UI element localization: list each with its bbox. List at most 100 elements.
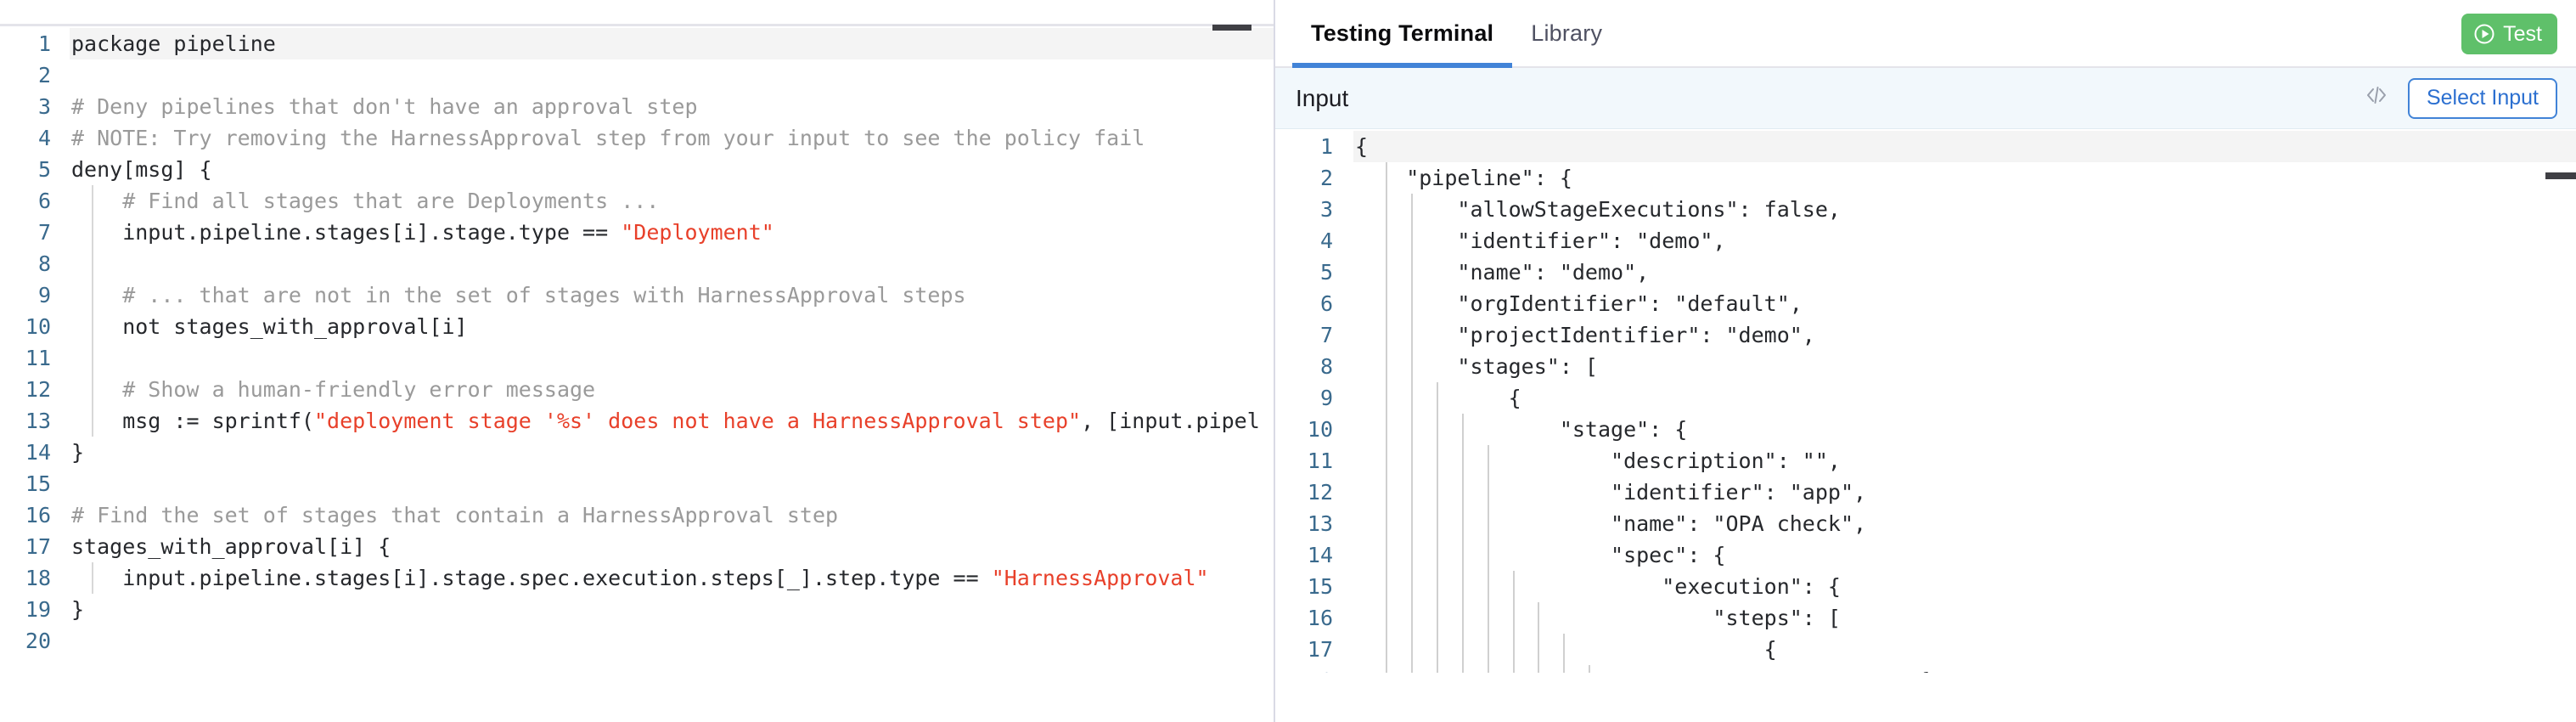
code-line-number: 19 bbox=[25, 597, 51, 622]
code-line[interactable]: 20 bbox=[0, 625, 1274, 657]
code-line[interactable]: 11 bbox=[0, 342, 1274, 374]
select-input-button[interactable]: Select Input bbox=[2407, 77, 2557, 119]
code-line-number: 8 bbox=[37, 251, 51, 276]
json-line[interactable]: 11 "description": "", bbox=[1275, 445, 2576, 477]
code-line[interactable]: 18 input.pipeline.stages[i].stage.spec.e… bbox=[0, 562, 1274, 594]
code-line[interactable]: 3 # Deny pipelines that don't have an app… bbox=[0, 91, 1274, 122]
code-line[interactable]: 2 bbox=[0, 59, 1274, 91]
json-line[interactable]: 6 "orgIdentifier": "default", bbox=[1275, 288, 2576, 319]
indent-guide bbox=[92, 562, 93, 594]
code-token-comment: # ... that are not in the set of stages … bbox=[71, 283, 966, 307]
code-token-plain: deny[msg] { bbox=[71, 157, 212, 182]
json-line-number: 11 bbox=[1307, 448, 1333, 473]
json-line-text: "allowStageExecutions": false, bbox=[1355, 197, 1841, 222]
code-line[interactable]: 13 msg := sprintf("deployment stage '%s'… bbox=[0, 405, 1274, 437]
json-line[interactable]: 1{ bbox=[1275, 131, 2576, 162]
tab-testing-terminal[interactable]: Testing Terminal bbox=[1292, 0, 1513, 68]
code-line[interactable]: 14} bbox=[0, 437, 1274, 468]
editor-minimize-icon[interactable] bbox=[1212, 25, 1251, 31]
json-line[interactable]: 4 "identifier": "demo", bbox=[1275, 225, 2576, 257]
json-line[interactable]: 7 "projectIdentifier": "demo", bbox=[1275, 319, 2576, 351]
code-line-text: not stages_with_approval[i] bbox=[70, 311, 1274, 342]
json-line-text: "steps": [ bbox=[1355, 606, 1841, 630]
code-token-plain: stages_with_approval[i] { bbox=[71, 534, 391, 559]
code-line[interactable]: 4# NOTE: Try removing the HarnessApprova… bbox=[0, 122, 1274, 154]
input-panel-title: Input bbox=[1296, 84, 1349, 111]
input-panel-minimize-icon[interactable] bbox=[2545, 172, 2576, 179]
json-line[interactable]: 16 "steps": [ bbox=[1275, 602, 2576, 634]
tab-library[interactable]: Library bbox=[1512, 0, 1621, 66]
code-token-comment: # Find all stages that are Deployments .… bbox=[71, 189, 660, 213]
code-line-number: 3 bbox=[37, 94, 51, 119]
code-line-number: 5 bbox=[37, 157, 51, 182]
json-line[interactable]: 12 "identifier": "app", bbox=[1275, 477, 2576, 508]
json-line[interactable]: 3 "allowStageExecutions": false, bbox=[1275, 194, 2576, 225]
json-line-number: 5 bbox=[1319, 260, 1333, 285]
json-line[interactable]: 13 "name": "OPA check", bbox=[1275, 508, 2576, 539]
json-line[interactable]: 18 "step": { bbox=[1275, 665, 2576, 673]
json-line-number: 2 bbox=[1319, 166, 1333, 190]
code-line[interactable]: 7 input.pipeline.stages[i].stage.type ==… bbox=[0, 217, 1274, 248]
json-line[interactable]: 15 "execution": { bbox=[1275, 571, 2576, 602]
json-line[interactable]: 5 "name": "demo", bbox=[1275, 257, 2576, 288]
code-token-string: "Deployment" bbox=[621, 220, 774, 245]
json-line-text: { bbox=[1353, 131, 2576, 162]
terminal-tab-bar: Testing Terminal Library Test bbox=[1275, 0, 2576, 68]
code-token-comment: # Deny pipelines that don't have an appr… bbox=[71, 94, 698, 119]
code-line-text: msg := sprintf("deployment stage '%s' do… bbox=[70, 405, 1274, 437]
json-line-text: "projectIdentifier": "demo", bbox=[1355, 323, 1815, 347]
code-line-text bbox=[70, 59, 1274, 91]
code-line-text bbox=[70, 248, 1274, 279]
code-line-text: # Find all stages that are Deployments .… bbox=[70, 185, 1274, 217]
code-line-number: 9 bbox=[37, 283, 51, 307]
json-line-text: "name": "OPA check", bbox=[1355, 511, 1867, 536]
code-line[interactable]: 6 # Find all stages that are Deployments… bbox=[0, 185, 1274, 217]
json-line[interactable]: 8 "stages": [ bbox=[1275, 351, 2576, 382]
code-line[interactable]: 8 bbox=[0, 248, 1274, 279]
json-line-text: "stage": { bbox=[1355, 417, 1688, 442]
code-line-text: input.pipeline.stages[i].stage.type == "… bbox=[70, 217, 1274, 248]
code-line[interactable]: 12 # Show a human-friendly error message bbox=[0, 374, 1274, 405]
json-line[interactable]: 9 { bbox=[1275, 382, 2576, 414]
json-line[interactable]: 2 "pipeline": { bbox=[1275, 162, 2576, 194]
json-line-number: 12 bbox=[1307, 480, 1333, 505]
json-line[interactable]: 17 { bbox=[1275, 634, 2576, 665]
code-token-comment: # Show a human-friendly error message bbox=[71, 377, 596, 402]
code-line-number: 4 bbox=[37, 126, 51, 150]
code-line[interactable]: 5 deny[msg] { bbox=[0, 154, 1274, 185]
code-token-plain: not stages_with_approval[i] bbox=[71, 314, 468, 339]
code-line-text: # Deny pipelines that don't have an appr… bbox=[70, 91, 1274, 122]
code-line-number: 20 bbox=[25, 629, 51, 653]
code-brackets-icon[interactable] bbox=[2364, 84, 2389, 112]
json-line[interactable]: 10 "stage": { bbox=[1275, 414, 2576, 445]
input-json-viewer[interactable]: 1{2 "pipeline": {3 "allowStageExecutions… bbox=[1275, 129, 2576, 673]
test-button[interactable]: Test bbox=[2461, 14, 2557, 54]
json-line-text: { bbox=[1355, 386, 1521, 410]
code-line-number: 6 bbox=[37, 189, 51, 213]
code-line[interactable]: 19} bbox=[0, 594, 1274, 625]
code-line[interactable]: 16# Find the set of stages that contain … bbox=[0, 499, 1274, 531]
testing-terminal-pane: Testing Terminal Library Test Input bbox=[1275, 0, 2576, 722]
code-line-number: 14 bbox=[25, 440, 51, 465]
code-line[interactable]: 15 bbox=[0, 468, 1274, 499]
code-line-text: # ... that are not in the set of stages … bbox=[70, 279, 1274, 311]
code-line-text: # Show a human-friendly error message bbox=[70, 374, 1274, 405]
code-token-plain: package pipeline bbox=[71, 31, 276, 56]
code-token-plain: input.pipeline.stages[i].stage.spec.exec… bbox=[71, 566, 992, 590]
code-token-string: "deployment stage '%s' does not have a H… bbox=[313, 409, 1082, 433]
input-panel-actions: Select Input bbox=[2364, 77, 2557, 119]
code-line[interactable]: 9 # ... that are not in the set of stage… bbox=[0, 279, 1274, 311]
code-line[interactable]: 10 not stages_with_approval[i] bbox=[0, 311, 1274, 342]
json-line[interactable]: 14 "spec": { bbox=[1275, 539, 2576, 571]
json-line-text: "description": "", bbox=[1355, 448, 1841, 473]
editor-top-divider bbox=[0, 24, 1274, 26]
code-token-plain: , [input.pipel bbox=[1081, 409, 1260, 433]
json-line-text: "pipeline": { bbox=[1355, 166, 1572, 190]
code-line-number: 13 bbox=[25, 409, 51, 433]
json-line-text: "execution": { bbox=[1355, 574, 1841, 599]
json-line-number: 10 bbox=[1307, 417, 1333, 442]
